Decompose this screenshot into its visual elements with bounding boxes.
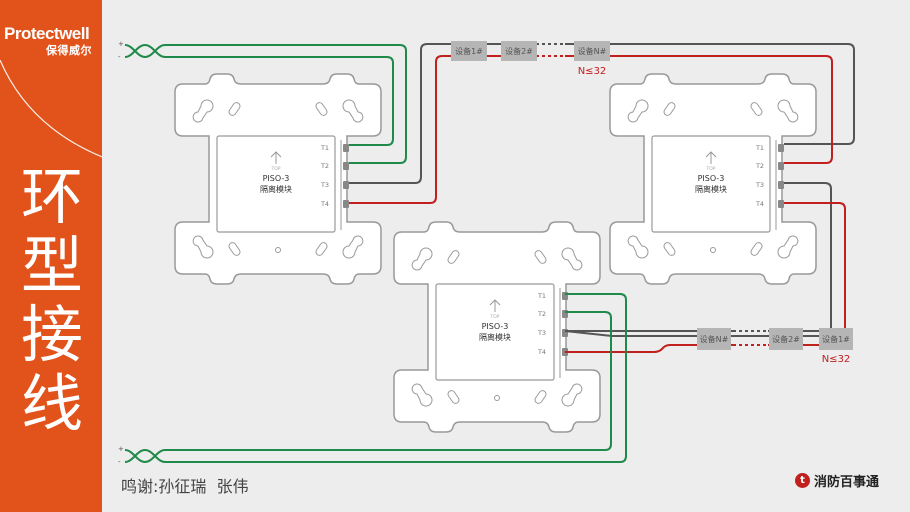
terminal-t3: T3 <box>537 329 546 337</box>
module-model: PISO-3 <box>263 174 290 183</box>
device-box <box>501 41 537 61</box>
terminal-t1: T1 <box>755 144 764 152</box>
device-box <box>574 41 610 61</box>
sidebar: Protectwell 保得威尔 环 型 接 线 <box>0 0 102 512</box>
title-char: 型 <box>20 229 83 302</box>
terminal-t4: T4 <box>537 348 546 356</box>
brand-name-cn: 保得威尔 <box>46 44 92 57</box>
module-1: TOP PISO-3 隔离模块 T1 T2 T3 T4 <box>174 73 382 285</box>
logo: t 消防百事通 <box>795 471 879 490</box>
terminal-t3: T3 <box>320 181 329 189</box>
wire-loop-top-red <box>349 55 833 204</box>
wire-input-bottom-minus <box>124 311 612 464</box>
title-char: 环 <box>20 160 83 233</box>
wire-loop-right-red <box>565 202 846 353</box>
module-name: 隔离模块 <box>479 332 511 342</box>
terminal-t4: T4 <box>320 200 329 208</box>
wire-loop-right-dark <box>564 182 832 337</box>
wire-input-bottom-plus <box>124 293 627 463</box>
title-char: 接 <box>20 298 83 371</box>
minus-label: - <box>118 458 121 466</box>
device-label: 设备1# <box>455 46 483 56</box>
page-title: 环 型 接 线 <box>14 162 90 438</box>
wire-loop-top-dark <box>349 43 855 184</box>
terminal-t1: T1 <box>320 144 329 152</box>
terminal-t1: T1 <box>537 292 546 300</box>
top-label: TOP <box>705 166 715 172</box>
decorative-arc <box>0 60 102 158</box>
n-limit-label: N≤32 <box>578 66 607 77</box>
device-box <box>451 41 487 61</box>
device-label: 设备2# <box>772 334 800 344</box>
device-label: 设备1# <box>822 334 850 344</box>
terminal-t2: T2 <box>320 162 329 170</box>
device-label: 设备N# <box>578 46 607 56</box>
module-name: 隔离模块 <box>695 184 727 194</box>
plus-label: + <box>118 40 124 48</box>
top-device-chain: 设备1# 设备2# 设备N# N≤32 <box>451 41 610 77</box>
fire-brigade-emblem-icon: t <box>795 473 810 488</box>
terminal-t4: T4 <box>755 200 764 208</box>
device-box <box>769 328 803 350</box>
module-2: TOP PISO-3 隔离模块 T1 T2 T3 T4 <box>609 73 817 285</box>
device-box <box>697 328 731 350</box>
device-label: 设备N# <box>700 334 729 344</box>
title-char: 线 <box>20 367 83 440</box>
module-model: PISO-3 <box>698 174 725 183</box>
wire-input-top-plus <box>124 44 407 164</box>
module-name: 隔离模块 <box>260 184 292 194</box>
plus-label: + <box>118 445 124 453</box>
device-box <box>819 328 853 350</box>
terminal-t2: T2 <box>537 310 546 318</box>
terminal-t2: T2 <box>755 162 764 170</box>
module-model: PISO-3 <box>482 322 509 331</box>
credit-text: 鸣谢:孙征瑞 张伟 <box>121 477 249 496</box>
terminal-t3: T3 <box>755 181 764 189</box>
wire-input-top-minus <box>124 43 394 146</box>
logo-text: 消防百事通 <box>814 475 880 490</box>
device-label: 设备2# <box>505 46 533 56</box>
top-label: TOP <box>489 314 499 320</box>
bottom-device-chain: 设备N# 设备2# 设备1# N≤32 <box>697 328 853 365</box>
minus-label: - <box>118 53 121 61</box>
brand-name-en: Protectwell <box>4 24 90 43</box>
module-3: TOP PISO-3 隔离模块 T1 T2 T3 T4 <box>393 221 601 433</box>
n-limit-label: N≤32 <box>822 354 851 365</box>
top-label: TOP <box>270 166 280 172</box>
